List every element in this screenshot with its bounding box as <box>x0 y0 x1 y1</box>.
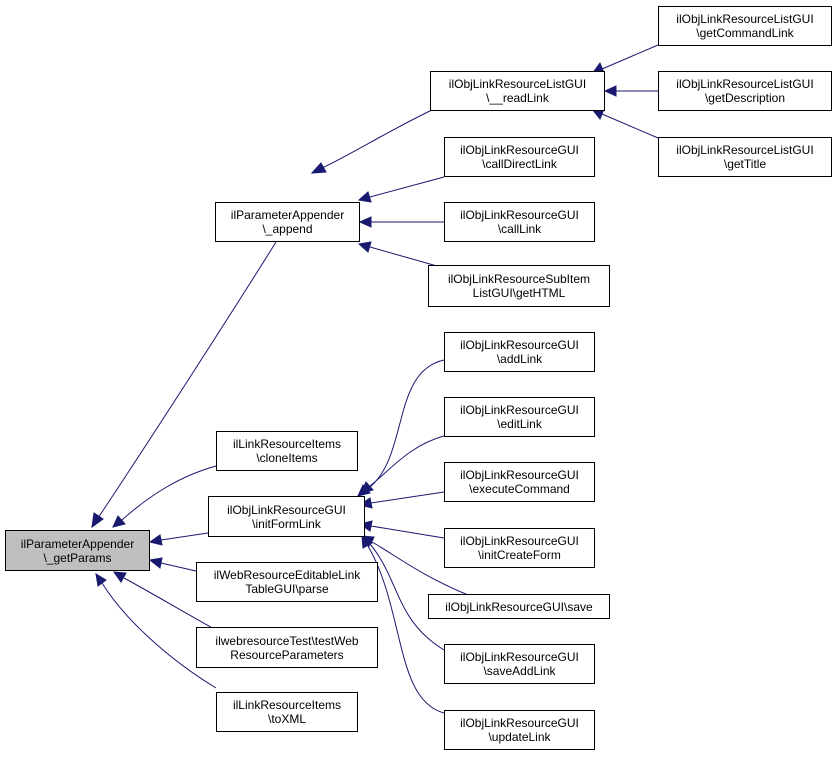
node-label-line: \updateLink <box>488 730 551 744</box>
node-label-line: ilParameterAppender <box>20 536 135 551</box>
node-editlink[interactable]: ilObjLinkResourceGUI \editLink <box>444 397 595 437</box>
node-label-line: ilObjLinkResourceGUI <box>227 502 346 517</box>
node-label-line: ilObjLinkResourceListGUI <box>448 77 587 91</box>
node-getcommandlink[interactable]: ilObjLinkResourceListGUI \getCommandLink <box>658 6 832 46</box>
node-gethtml[interactable]: ilObjLinkResourceSubItem ListGUI\getHTML <box>428 265 610 307</box>
node-gettitle[interactable]: ilObjLinkResourceListGUI \getTitle <box>658 137 832 177</box>
node-label-line: \callLink <box>497 222 542 236</box>
node-label-line: ilObjLinkResourceListGUI <box>676 77 814 91</box>
node-label-line: ilWebResourceEditableLink <box>213 568 361 582</box>
node-label-line: \callDirectLink <box>482 157 557 171</box>
node-testweb[interactable]: ilwebresourceTest\testWeb ResourceParame… <box>196 627 378 668</box>
node-label-line: \initCreateForm <box>478 548 561 562</box>
node-label-line: \_append <box>262 222 313 236</box>
arrowhead <box>310 162 327 174</box>
edge-initformlink-to-getparams <box>160 532 209 541</box>
node-label-line: \_getParams <box>43 550 112 565</box>
edge-gethtml-to-append <box>369 246 445 269</box>
edge-toxml-to-getparams <box>101 582 217 689</box>
edge-gettitle-to-readlink <box>601 113 659 139</box>
node-label-line: ilObjLinkResourceListGUI <box>676 143 814 157</box>
node-label-line: \addLink <box>496 352 543 366</box>
node-initcreateform[interactable]: ilObjLinkResourceGUI \initCreateForm <box>444 528 595 568</box>
node-getdescription[interactable]: ilObjLinkResourceListGUI \getDescription <box>658 71 832 111</box>
node-initformlink[interactable]: ilObjLinkResourceGUI \initFormLink <box>208 496 365 537</box>
node-label-line: ilLinkResourceItems <box>232 698 342 712</box>
edge-append-to-getparams <box>97 241 277 519</box>
node-toxml[interactable]: ilLinkResourceItems \toXML <box>216 692 358 732</box>
node-label-line: ilObjLinkResourceSubItem <box>447 272 591 286</box>
node-updatelink[interactable]: ilObjLinkResourceGUI \updateLink <box>444 710 595 750</box>
node-label-line: ListGUI\getHTML <box>472 286 566 300</box>
node-label-line: ilObjLinkResourceGUI <box>460 468 579 482</box>
node-label-line: ilLinkResourceItems <box>232 437 342 451</box>
node-append[interactable]: ilParameterAppender \_append <box>215 202 360 242</box>
arrowhead <box>603 85 617 97</box>
node-label-line: \getCommandLink <box>696 26 794 40</box>
edge-save-to-initformlink <box>371 541 469 596</box>
edge-saveaddlink-to-initformlink <box>369 543 445 651</box>
node-label-line: \saveAddLink <box>483 664 556 678</box>
node-label-line: ilObjLinkResourceGUI <box>460 338 579 352</box>
node-parse[interactable]: ilWebResourceEditableLink TableGUI\parse <box>196 562 378 602</box>
node-calllink[interactable]: ilObjLinkResourceGUI \callLink <box>444 202 595 242</box>
node-label-line: ilObjLinkResourceGUI <box>460 208 579 222</box>
arrowhead <box>360 481 374 494</box>
node-label-line: ilObjLinkResourceGUI <box>460 650 579 664</box>
arrowhead <box>91 512 104 529</box>
node-label-line: \initFormLink <box>252 516 321 531</box>
node-label-line: \getTitle <box>723 157 767 171</box>
node-label-line: ResourceParameters <box>230 647 344 662</box>
node-label-line: TableGUI\parse <box>245 582 329 596</box>
node-label-line: ilObjLinkResourceGUI <box>460 534 579 548</box>
node-label-line: \executeCommand <box>469 482 570 496</box>
node-label-line: \cloneItems <box>256 451 318 465</box>
edge-initcreateform-to-initformlink <box>370 525 445 539</box>
node-cloneitems[interactable]: ilLinkResourceItems \cloneItems <box>216 431 358 471</box>
node-executecommand[interactable]: ilObjLinkResourceGUI \executeCommand <box>444 462 595 502</box>
node-label-line: \getDescription <box>704 91 786 105</box>
arrowhead <box>357 241 372 253</box>
edge-testweb-to-getparams <box>123 577 217 631</box>
node-label-line: ilObjLinkResourceGUI <box>460 716 579 730</box>
edge-readlink-to-append <box>321 109 433 169</box>
node-label-line: ilObjLinkResourceGUI <box>460 403 579 417</box>
arrowhead <box>357 191 372 203</box>
node-label-line: \toXML <box>267 712 306 726</box>
node-label-line: \__readLink <box>486 91 549 105</box>
node-label-line: ilParameterAppender <box>230 208 345 222</box>
node-label-line: ilObjLinkResourceGUI\save <box>445 599 593 614</box>
arrowhead <box>361 534 373 549</box>
node-getparams: ilParameterAppender \_getParams <box>5 530 150 571</box>
node-saveaddlink[interactable]: ilObjLinkResourceGUI \saveAddLink <box>444 644 595 684</box>
edge-addlink-to-initformlink <box>365 359 445 491</box>
arrowhead <box>148 534 163 546</box>
node-calldirectlink[interactable]: ilObjLinkResourceGUI \callDirectLink <box>444 137 595 177</box>
arrowhead <box>95 573 107 587</box>
node-save[interactable]: ilObjLinkResourceGUI\save <box>428 594 610 619</box>
arrowhead <box>358 216 372 228</box>
edge-cloneitems-to-getparams <box>121 465 217 521</box>
node-label-line: ilObjLinkResourceGUI <box>460 143 579 157</box>
edge-executecommand-to-initformlink <box>370 491 445 504</box>
node-label-line: ilwebresourceTest\testWeb <box>215 633 359 648</box>
arrowhead <box>148 557 163 569</box>
edge-updatelink-to-initformlink <box>367 545 445 714</box>
edge-calldirectlink-to-append <box>369 176 445 198</box>
arrowhead <box>112 515 126 528</box>
node-label-line: \editLink <box>497 417 542 431</box>
node-label-line: ilObjLinkResourceListGUI <box>676 12 814 26</box>
arrowhead <box>112 571 127 583</box>
node-readlink[interactable]: ilObjLinkResourceListGUI \__readLink <box>430 71 605 111</box>
edge-getcommandlink-to-readlink <box>601 44 659 70</box>
edge-editlink-to-initformlink <box>369 435 445 487</box>
node-addlink[interactable]: ilObjLinkResourceGUI \addLink <box>444 332 595 372</box>
edge-parse-to-getparams <box>160 562 197 572</box>
